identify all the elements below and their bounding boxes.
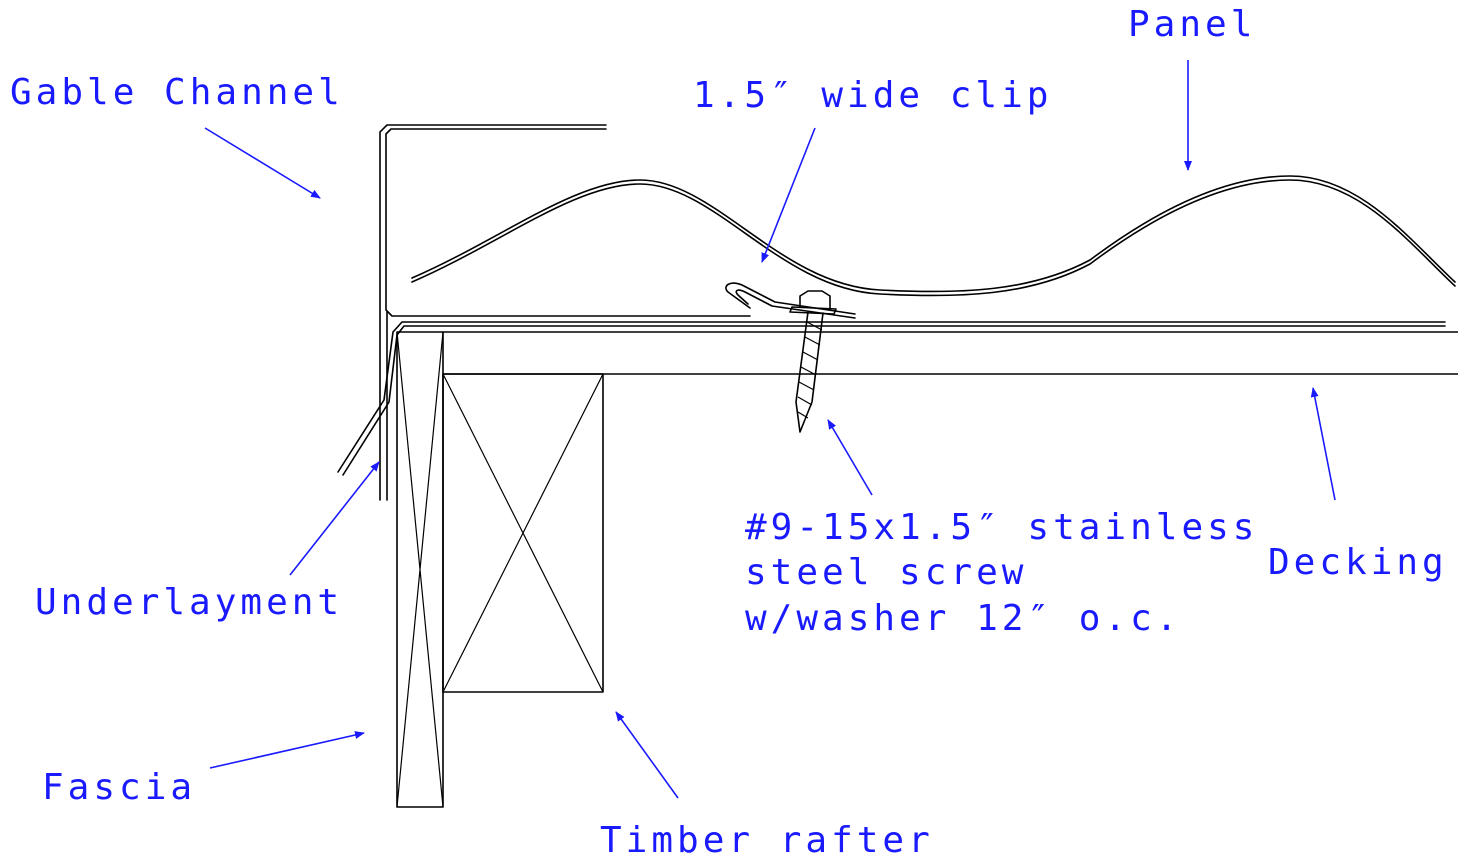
label-timber-rafter: Timber rafter [600, 820, 934, 861]
clip [725, 282, 856, 319]
arrow-clip [761, 127, 816, 263]
underlayment [337, 321, 1446, 476]
arrow-timber-rafter [615, 711, 679, 799]
label-clip: 1.5″ wide clip [693, 75, 1053, 116]
decking [442, 331, 1458, 375]
fascia-board [396, 331, 444, 808]
arrow-underlayment [289, 461, 380, 576]
label-decking: Decking [1268, 542, 1448, 583]
arrow-fascia [209, 731, 365, 769]
arrow-decking [1310, 387, 1336, 501]
label-fascia: Fascia [42, 767, 197, 808]
label-gable-channel: Gable Channel [10, 72, 344, 113]
arrow-gable-channel [204, 127, 321, 199]
label-screw-line2: steel screw [745, 552, 1028, 593]
label-screw-line3: w/washer 12″ o.c. [745, 598, 1182, 639]
timber-rafter [442, 373, 604, 693]
label-panel: Panel [1128, 4, 1257, 45]
label-underlayment: Underlayment [35, 582, 344, 623]
callout-arrows [204, 60, 1336, 799]
arrow-screw [827, 419, 873, 496]
label-screw-line1: #9-15x1.5″ stainless [745, 507, 1259, 548]
gable-channel [379, 124, 751, 501]
metal-panel [411, 175, 1456, 297]
screw-with-washer [789, 290, 837, 433]
